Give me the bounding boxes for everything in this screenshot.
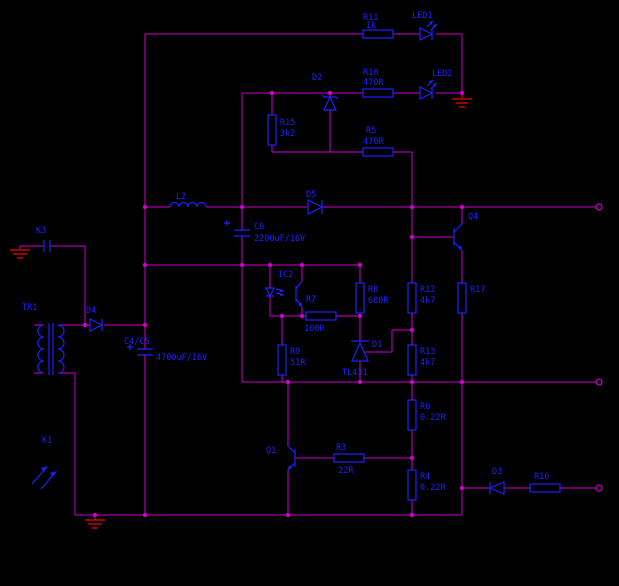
label-r5-ref: R5 <box>366 126 376 136</box>
ground-icon <box>452 95 472 108</box>
label-r9-value: 51R <box>290 358 306 368</box>
label-r4-value: 0.22R <box>420 483 446 493</box>
wire-net <box>19 33 596 520</box>
label-led1-ref: LED1 <box>412 11 432 21</box>
label-c6-value: 2200uF/16V <box>254 234 305 244</box>
label-r4-ref: R4 <box>420 472 430 482</box>
resistor-R8[interactable]: R8 680R <box>355 282 389 314</box>
resistor-R10[interactable]: R10 470R <box>362 68 394 98</box>
label-r11-ref: R11 <box>363 13 378 23</box>
label-led2-ref: LED2 <box>432 69 452 79</box>
label-d4-ref: D4 <box>86 306 96 316</box>
label-r8-value: 680R <box>368 296 389 306</box>
resistor-R7[interactable]: R7 100R <box>304 295 337 334</box>
resistor-R16[interactable]: R16 <box>529 472 561 493</box>
label-r17-ref: R17 <box>470 285 485 295</box>
label-c6-ref: C6 <box>254 222 264 232</box>
shunt-regulator-D1[interactable]: D1 TL431 <box>342 340 382 378</box>
resistor-R6[interactable]: R6 0.22R <box>407 399 446 431</box>
label-q4-ref: Q4 <box>468 212 478 222</box>
label-r13-value: 4k7 <box>420 358 435 368</box>
label-r7-ref: R7 <box>306 295 316 305</box>
resistor-R13[interactable]: R13 4k7 <box>407 344 435 376</box>
label-d2-ref: D2 <box>312 73 322 83</box>
label-r16-ref: R16 <box>534 472 549 482</box>
transistor-Q1[interactable]: Q1 <box>266 445 296 471</box>
label-r5-value: 470R <box>363 137 384 147</box>
label-r10-value: 470R <box>363 78 384 88</box>
terminal-2[interactable] <box>595 378 603 386</box>
optocoupler-IC2[interactable]: IC2 <box>265 270 303 308</box>
label-q1-ref: Q1 <box>266 446 276 456</box>
label-r7-value: 100R <box>304 324 325 334</box>
resistor-R15[interactable]: R15 3k2 <box>267 114 295 146</box>
zener-diode-D2[interactable]: D2 <box>312 73 339 111</box>
led-LED1[interactable]: LED1 <box>412 11 438 41</box>
label-r12-value: 4k7 <box>420 296 435 306</box>
ground-icon <box>85 519 105 529</box>
capacitor-C6[interactable]: C6 2200uF/16V <box>224 220 305 244</box>
led-LED2[interactable]: LED2 <box>419 69 452 100</box>
label-r8-ref: R8 <box>368 285 378 295</box>
label-d3-ref: D3 <box>492 467 502 477</box>
label-r11-value: 1k <box>366 21 376 31</box>
resistor-R17[interactable]: R17 <box>457 282 485 314</box>
label-r12-ref: R12 <box>420 285 435 295</box>
resistor-R11[interactable]: R11 1k <box>362 13 394 39</box>
diode-D5[interactable]: D5 <box>306 190 324 215</box>
label-tr1-ref: TR1 <box>22 303 37 313</box>
resistor-R12[interactable]: R12 4k7 <box>407 282 435 314</box>
diode-D3[interactable]: D3 <box>488 467 505 495</box>
terminal-1[interactable] <box>595 203 603 211</box>
resistor-R9[interactable]: R9 51R <box>277 344 306 376</box>
label-r6-value: 0.22R <box>420 413 446 423</box>
label-k1-ref: K1 <box>42 436 52 446</box>
transistor-Q4[interactable]: Q4 <box>453 212 478 251</box>
capacitor-K3[interactable]: K3 <box>36 226 51 252</box>
label-r10-ref: R10 <box>363 68 378 78</box>
label-r15-ref: R15 <box>280 118 295 128</box>
label-l2-ref: L2 <box>176 192 186 202</box>
resistor-R3[interactable]: R3 22R <box>333 443 365 476</box>
label-d5-ref: D5 <box>306 190 316 200</box>
label-k3-ref: K3 <box>36 226 46 236</box>
label-c4c5-ref: C4/C5 <box>124 337 150 347</box>
label-r3-ref: R3 <box>336 443 346 453</box>
connector-K1[interactable]: K1 <box>31 436 57 490</box>
resistor-R4[interactable]: R4 0.22R <box>407 469 446 501</box>
capacitor-C4-C5[interactable]: C4/C5 4700uF/16V <box>124 337 207 363</box>
resistor-R5[interactable]: R5 470R <box>362 126 394 157</box>
label-r13-ref: R13 <box>420 347 435 357</box>
label-c4c5-value: 4700uF/16V <box>156 353 207 363</box>
label-d1-ref: D1 <box>372 340 382 350</box>
label-r15-value: 3k2 <box>280 129 295 139</box>
label-d1-value: TL431 <box>342 368 368 378</box>
junction-dots <box>82 90 465 518</box>
label-r3-value: 22R <box>338 466 354 476</box>
terminal-3[interactable] <box>595 484 603 492</box>
ground-icon <box>10 249 30 259</box>
label-r6-ref: R6 <box>420 402 430 412</box>
transformer-TR1[interactable]: TR1 <box>22 303 65 375</box>
label-ic2-ref: IC2 <box>278 270 293 280</box>
inductor-L2[interactable]: L2 <box>169 192 207 208</box>
label-r9-ref: R9 <box>290 347 300 357</box>
diode-D4[interactable]: D4 <box>86 306 104 332</box>
